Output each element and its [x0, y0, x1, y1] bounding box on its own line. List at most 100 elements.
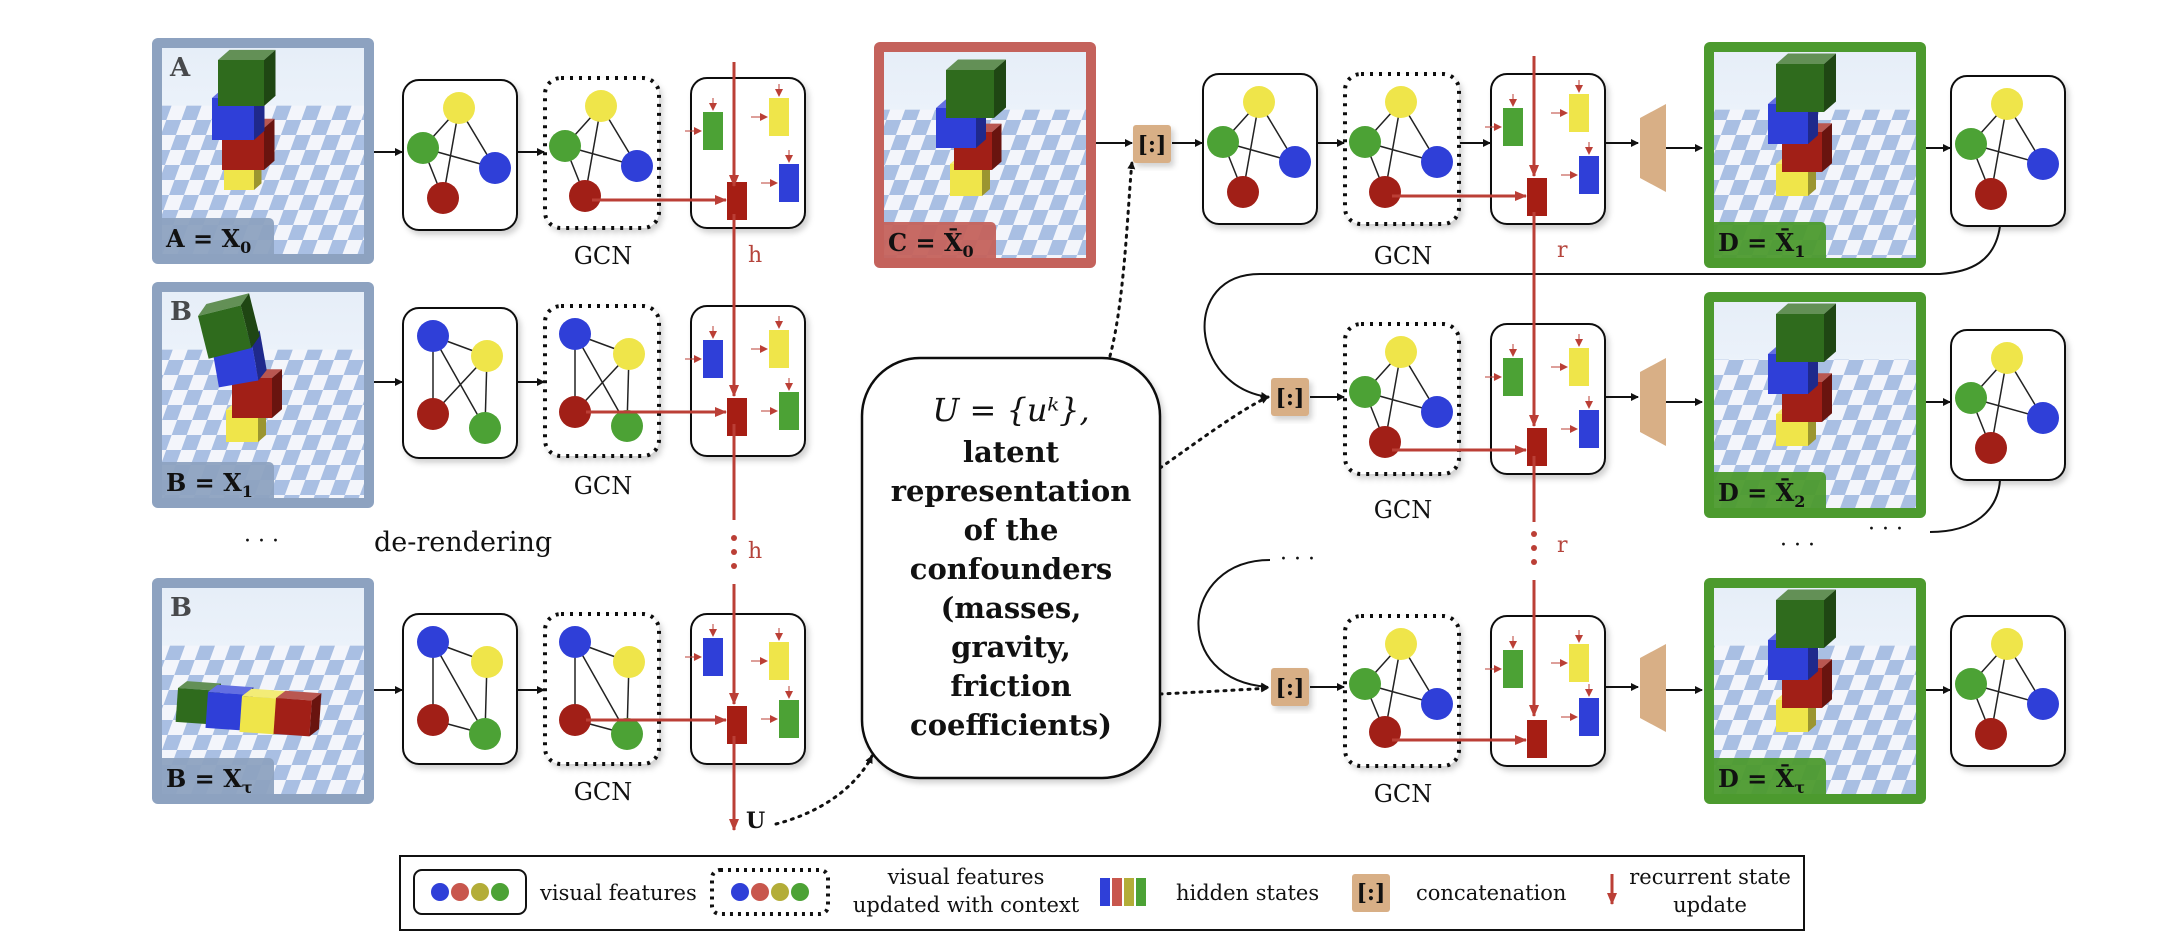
frame-tag-subscript: τ	[1794, 778, 1805, 797]
block-side	[1822, 123, 1832, 172]
hidden-state-bar	[727, 182, 747, 220]
graph-node	[417, 704, 449, 736]
graph-node	[2027, 148, 2059, 180]
block-front	[946, 70, 994, 118]
block-side	[251, 330, 267, 381]
hidden-box-frame	[690, 613, 806, 765]
hidden-state-bar	[703, 638, 723, 676]
block-side	[240, 293, 260, 349]
block	[946, 59, 1006, 118]
visual-graph	[1950, 75, 2066, 227]
hidden-state-bar	[769, 330, 789, 368]
concat-rect	[1271, 378, 1309, 416]
h-label: h	[748, 539, 762, 564]
callout-line: of the	[963, 513, 1059, 547]
legend-hidden-bar	[1112, 878, 1122, 906]
block-front	[175, 688, 212, 725]
context-dotted-arrow	[774, 754, 874, 826]
graph-node	[1227, 176, 1259, 208]
scene-frame-Dtau: D = X̄τ	[1704, 578, 1926, 804]
block-side	[1822, 659, 1832, 708]
graph-node	[559, 704, 591, 736]
visual-graph	[1950, 329, 2066, 481]
legend-node	[771, 883, 789, 901]
block-top	[208, 684, 254, 695]
hidden-state-bar	[779, 164, 799, 202]
recurrent-dots	[731, 535, 737, 541]
hidden-state-bar	[703, 340, 723, 378]
legend-concatenation: concatenation	[1416, 881, 1566, 905]
hidden-box-frame	[690, 305, 806, 457]
context-graph	[1343, 72, 1461, 226]
concat-rect	[1133, 125, 1171, 163]
graph-node	[1349, 126, 1381, 158]
block-top	[242, 688, 288, 699]
context-graph	[543, 304, 661, 458]
hidden-state-box	[1485, 323, 1606, 475]
graph-node	[1975, 178, 2007, 210]
graph-node	[621, 150, 653, 182]
gcn-label: GCN	[1374, 496, 1433, 524]
hidden-state-bar	[1569, 348, 1589, 386]
graph-node	[1369, 426, 1401, 458]
latent-formula: U = {uᵏ},	[932, 391, 1090, 429]
gcn-label: GCN	[574, 242, 633, 270]
gcn-label: GCN	[574, 778, 633, 806]
frame-tag-label: B = X1	[166, 468, 253, 501]
frame-corner-letter: A	[169, 53, 191, 83]
graph-node	[1991, 342, 2023, 374]
legend-concat-glyph: [:]	[1357, 880, 1386, 906]
frame-tag	[156, 758, 274, 800]
block	[1776, 589, 1836, 648]
frame-tag-subscript: 2	[1794, 492, 1805, 511]
hidden-state-bar	[779, 392, 799, 430]
recurrent-dots	[731, 549, 737, 555]
legend-swatch-visual	[413, 869, 527, 915]
callout-line: latent	[962, 435, 1060, 469]
hidden-state-bar	[769, 98, 789, 136]
context-graph	[1343, 322, 1461, 476]
graph-node	[427, 182, 459, 214]
concat-box: [:]	[1271, 668, 1309, 706]
ellipsis: · · ·	[1280, 547, 1315, 572]
rollout-connector	[1197, 559, 1271, 691]
visual-graph	[1950, 615, 2066, 767]
rollout-connector	[1929, 479, 2001, 533]
block	[198, 293, 260, 359]
graph-node	[1385, 336, 1417, 368]
decoder-block	[1640, 104, 1666, 192]
context-dotted-arrow	[1158, 684, 1270, 696]
callout-line: (masses,	[940, 591, 1082, 625]
decoder-block	[1640, 358, 1666, 446]
legend-node	[431, 883, 449, 901]
frame-corner-letter: B	[170, 297, 192, 327]
block-front	[198, 305, 252, 359]
graph-node	[611, 718, 643, 750]
legend-node	[751, 883, 769, 901]
frame-tag-subscript: 1	[242, 482, 253, 501]
graph-node	[549, 130, 581, 162]
legend-hidden-bar	[1124, 878, 1134, 906]
latent-u-label: U	[746, 808, 765, 834]
hidden-state-bar	[1527, 178, 1547, 216]
gcn-label: GCN	[1374, 242, 1433, 270]
block-top	[1776, 589, 1836, 600]
hidden-box-frame	[1490, 615, 1606, 767]
frame-tag	[1708, 222, 1826, 264]
legend-hidden-bar	[1100, 878, 1110, 906]
graph-node	[559, 318, 591, 350]
block-front	[218, 60, 264, 106]
block-side	[309, 693, 322, 737]
hidden-state-box	[685, 305, 806, 457]
h-label: h	[748, 243, 762, 268]
block	[232, 369, 282, 418]
block-top	[198, 293, 250, 316]
graph-node	[1385, 628, 1417, 660]
frame-tag	[1708, 472, 1826, 514]
graph-edge	[432, 335, 486, 429]
frame-tag-subscript: 0	[240, 238, 251, 257]
hidden-state-box	[1485, 615, 1606, 767]
graph-node	[1279, 146, 1311, 178]
graph-node	[1955, 128, 1987, 160]
